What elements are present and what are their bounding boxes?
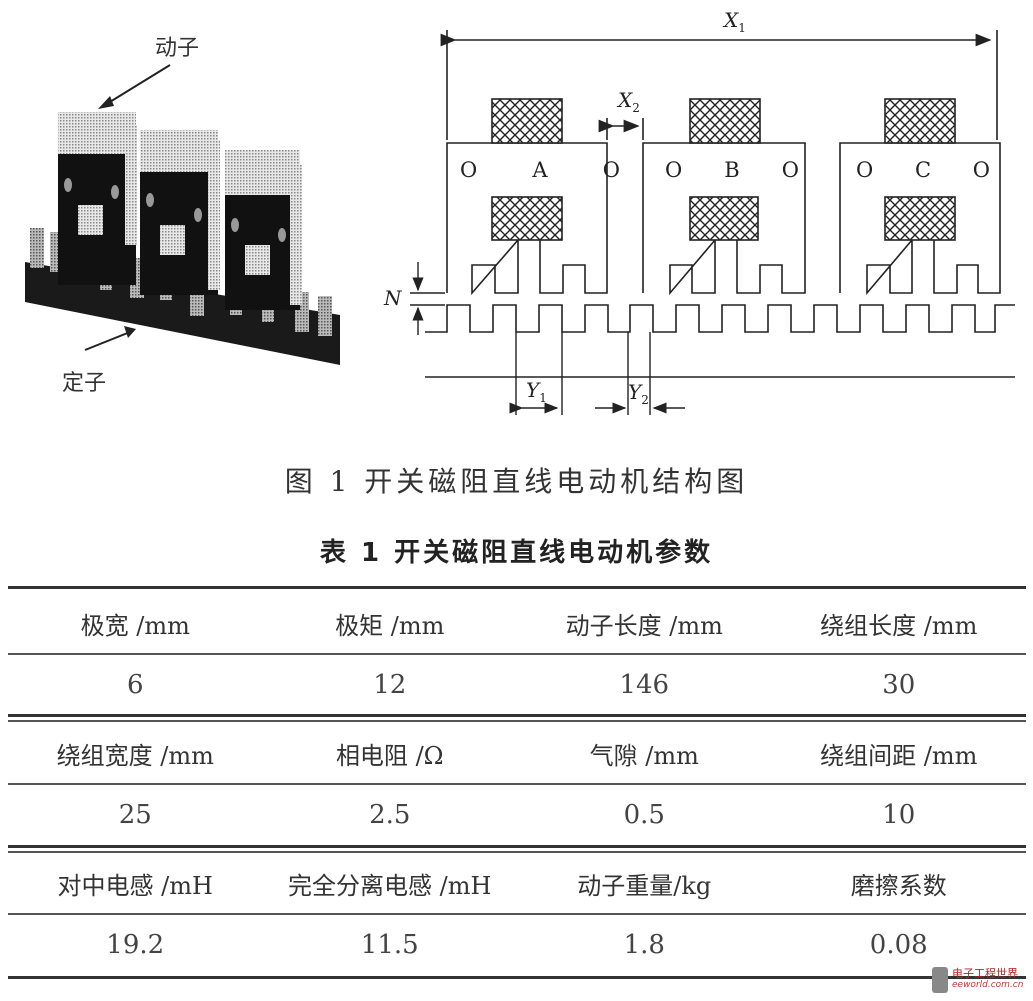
figure-caption: 图 1 开关磁阻直线电动机结构图 [284, 465, 749, 498]
mover-arrow [104, 64, 171, 106]
pole-label: O [972, 158, 990, 182]
y1-label: Y1 [526, 378, 547, 405]
stator-label: 定子 [62, 371, 107, 396]
stator-arrow [84, 331, 131, 351]
phase-c-labels: O C O [856, 158, 990, 182]
mover-label: 动子 [155, 36, 200, 61]
table-bottom-rule [8, 976, 1026, 979]
pole-label: O [460, 158, 478, 182]
y2-label: Y2 [628, 380, 649, 407]
motor-3d-illustration [25, 64, 340, 365]
table-header-row: 对中电感 /mH 完全分离电感 /mH 动子重量/kg 磨擦系数 [8, 866, 1026, 901]
table-top-rule [8, 586, 1026, 589]
table-header-cell: 绕组长度 /mm [820, 612, 978, 640]
mover-core-b [642, 98, 806, 296]
table-value-cell: 6 [126, 670, 144, 700]
x2-label: X2 [618, 88, 640, 115]
table-header-cell: 动子长度 /mm [565, 612, 723, 640]
table-value-cell: 2.5 [369, 800, 411, 830]
mover-block-1 [58, 112, 137, 285]
table-header-cell: 绕组宽度 /mm [56, 742, 214, 770]
table-header-cell: 极宽 /mm [80, 612, 190, 640]
table-divider [8, 783, 1026, 785]
pole-label: O [602, 158, 620, 182]
table-value-cell: 11.5 [360, 930, 419, 960]
table-header-cell: 完全分离电感 /mH [288, 872, 492, 900]
table-value-cell: 19.2 [106, 930, 165, 960]
logo-icon [932, 967, 948, 993]
phase-label-b: B [724, 158, 740, 182]
phase-label-c: C [914, 158, 932, 182]
pole-label: O [665, 158, 683, 182]
table-value-cell: 12 [373, 670, 407, 700]
table-divider [8, 851, 1026, 853]
table-divider [8, 714, 1026, 717]
table-value-row: 6 12 146 30 [8, 670, 1026, 700]
n-label: N [384, 286, 402, 310]
logo-name: 电子工程世界 [952, 967, 1018, 980]
eeworld-watermark-logo: 电子工程世界 eeworld.com.cn [932, 965, 1032, 999]
table-header-cell: 磨擦系数 [850, 872, 947, 900]
table-divider [8, 720, 1026, 722]
table-value-cell: 10 [882, 800, 916, 830]
table-value-cell: 1.8 [623, 930, 665, 960]
table-header-cell: 气隙 /mm [589, 742, 699, 770]
phase-b-labels: O B O [665, 158, 799, 182]
table-header-cell: 极矩 /mm [335, 612, 445, 640]
table-header-cell: 相电阻 /Ω [335, 742, 444, 770]
table-header-cell: 对中电感 /mH [57, 872, 213, 900]
mover-block-3 [225, 150, 302, 310]
pole-label: O [781, 158, 799, 182]
table-header-row: 绕组宽度 /mm 相电阻 /Ω 气隙 /mm 绕组间距 /mm [8, 736, 1026, 771]
x1-label: X1 [724, 8, 746, 35]
table-header-cell: 动子重量/kg [577, 872, 712, 900]
table-value-cell: 146 [619, 670, 670, 700]
logo-url: eeworld.com.cn [952, 980, 1024, 990]
table-header-row: 极宽 /mm 极矩 /mm 动子长度 /mm 绕组长度 /mm [8, 606, 1026, 641]
table-value-cell: 30 [882, 670, 916, 700]
pole-label: O [856, 158, 874, 182]
stator-teeth-line [425, 304, 1015, 333]
phase-a-labels: O A O [460, 158, 620, 182]
table-value-cell: 25 [118, 800, 152, 830]
table-divider [8, 913, 1026, 915]
table-value-row: 19.2 11.5 1.8 0.08 [8, 930, 1026, 960]
table-divider [8, 653, 1026, 655]
phase-label-a: A [532, 158, 548, 182]
table-value-cell: 0.08 [869, 930, 928, 960]
motor-schematic-diagram [410, 30, 1015, 415]
table-value-row: 25 2.5 0.5 10 [8, 800, 1026, 830]
mover-core-a [446, 98, 608, 296]
table-caption: 表 1 开关磁阻直线电动机参数 [319, 538, 714, 568]
mover-block-2 [140, 130, 220, 295]
mover-core-c [839, 98, 1001, 296]
table-value-cell: 0.5 [623, 800, 665, 830]
table-header-cell: 绕组间距 /mm [820, 742, 978, 770]
table-divider [8, 845, 1026, 848]
